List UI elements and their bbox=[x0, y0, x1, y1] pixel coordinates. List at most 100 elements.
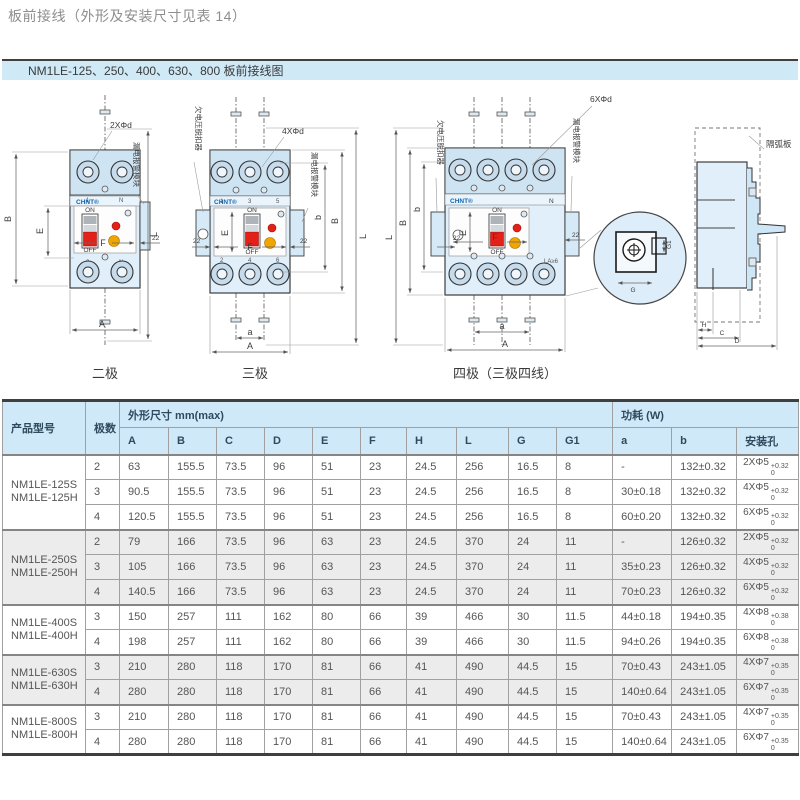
table-cell: 66 bbox=[360, 653, 407, 680]
table-cell: 23 bbox=[360, 504, 407, 530]
alarm-module-flap bbox=[139, 201, 151, 251]
table-cell: 132±0.32 bbox=[671, 479, 738, 505]
table-cell: 96 bbox=[264, 528, 313, 555]
terminal-detail-view: G G1 bbox=[565, 211, 687, 305]
dim-label-A: A bbox=[502, 339, 508, 349]
hole-callout-4xod: 4XΦd bbox=[282, 126, 304, 136]
table-cell: 105 bbox=[119, 554, 169, 580]
dim-label-L: L bbox=[384, 235, 394, 240]
table-cell: 96 bbox=[264, 453, 313, 480]
table-cell: 23 bbox=[360, 479, 407, 505]
table-cell: 15 bbox=[555, 703, 614, 730]
table-cell: 140±0.64 bbox=[612, 729, 673, 755]
switch-off-label: OFF bbox=[491, 249, 504, 256]
table-cell: 118 bbox=[216, 653, 265, 680]
dim-label-F: F bbox=[492, 232, 498, 242]
dim-label-B: B bbox=[330, 218, 340, 224]
table-cell: 170 bbox=[264, 679, 313, 705]
table-cell: 41 bbox=[406, 653, 457, 680]
table-cell: 11 bbox=[555, 554, 614, 580]
table-cell: 73.5 bbox=[216, 453, 265, 480]
table-cell: 140.5 bbox=[119, 579, 169, 605]
table-cell: 96 bbox=[264, 479, 313, 505]
table-cell: 257 bbox=[168, 603, 217, 630]
table-cell: 15 bbox=[555, 729, 614, 755]
busbar-clamp bbox=[99, 109, 111, 115]
table-cell: 280 bbox=[168, 679, 217, 705]
table-cell: 280 bbox=[119, 729, 169, 755]
dim-label-B: B bbox=[3, 216, 13, 222]
table-cell: 370 bbox=[456, 554, 509, 580]
table-cell: 194±0.35 bbox=[671, 603, 738, 630]
dim-label-C: C bbox=[720, 330, 725, 337]
table-cell: 24 bbox=[508, 554, 557, 580]
table-cell: 66 bbox=[360, 679, 407, 705]
table-cell: 51 bbox=[312, 453, 361, 480]
table-cell: 132±0.32 bbox=[671, 453, 738, 480]
table-cell: 4 bbox=[85, 629, 120, 655]
dim-label-L: L bbox=[149, 232, 159, 237]
dim-label-A: A bbox=[247, 341, 253, 351]
table-cell: 2 bbox=[85, 528, 120, 555]
table-cell: 73.5 bbox=[216, 554, 265, 580]
header-poles: 极数 bbox=[85, 400, 120, 455]
alarm-module-flap bbox=[564, 211, 580, 257]
table-cell: 39 bbox=[406, 603, 457, 630]
dim-label-22: 22 bbox=[453, 235, 461, 242]
dim-label-A: A bbox=[99, 319, 105, 329]
terminal-number: 1 bbox=[86, 198, 90, 204]
dim-label-B: B bbox=[398, 220, 408, 226]
table-cell: 15 bbox=[555, 653, 614, 680]
table-cell: 90.5 bbox=[119, 479, 169, 505]
terminal-number: 6 bbox=[276, 258, 280, 264]
dim-label-22: 22 bbox=[193, 238, 201, 245]
indicator-dot bbox=[512, 223, 522, 233]
table-cell: 41 bbox=[406, 729, 457, 755]
page-title: 板前接线（外形及安装尺寸见表 14） bbox=[8, 8, 247, 24]
table-cell: 63 bbox=[312, 579, 361, 605]
table-cell: 35±0.23 bbox=[612, 554, 673, 580]
header-product: 产品型号 bbox=[2, 400, 86, 455]
header-col-D: D bbox=[264, 427, 313, 455]
dim-label-D: D bbox=[735, 338, 740, 345]
brand-logo: CHNT® bbox=[450, 197, 473, 205]
table-cell: 162 bbox=[264, 629, 313, 655]
terminal-number: 1 bbox=[220, 199, 224, 205]
table-cell: 466 bbox=[456, 603, 509, 630]
four-pole-drawing: CHNT® N ON OFF LA≥6 L B b E F bbox=[384, 94, 687, 381]
section-title: NM1LE-125、250、400、630、800 板前接线图 bbox=[28, 64, 284, 78]
dim-label-22: 22 bbox=[572, 232, 580, 239]
table-cell: 24.5 bbox=[406, 554, 457, 580]
terminal-number: 4 bbox=[248, 258, 252, 264]
table-cell: 96 bbox=[264, 579, 313, 605]
table-cell: 8 bbox=[555, 504, 614, 530]
table-cell: 490 bbox=[456, 679, 509, 705]
table-cell: 63 bbox=[312, 554, 361, 580]
dim-label-b: b bbox=[313, 215, 323, 220]
table-cell: 256 bbox=[456, 504, 509, 530]
table-cell: 490 bbox=[456, 703, 509, 730]
table-cell: 70±0.23 bbox=[612, 579, 673, 605]
table-cell: 11 bbox=[555, 528, 614, 555]
test-button bbox=[509, 237, 521, 249]
table-cell: 4 bbox=[85, 729, 120, 755]
table-cell: 96 bbox=[264, 504, 313, 530]
table-cell: 24 bbox=[508, 579, 557, 605]
table-cell: 166 bbox=[168, 579, 217, 605]
table-cell: 63 bbox=[119, 453, 169, 480]
dim-label-G: G bbox=[630, 287, 635, 294]
table-cell: 24.5 bbox=[406, 579, 457, 605]
table-cell: 51 bbox=[312, 479, 361, 505]
dim-label-a: a bbox=[499, 321, 504, 331]
table-cell: 96 bbox=[264, 554, 313, 580]
